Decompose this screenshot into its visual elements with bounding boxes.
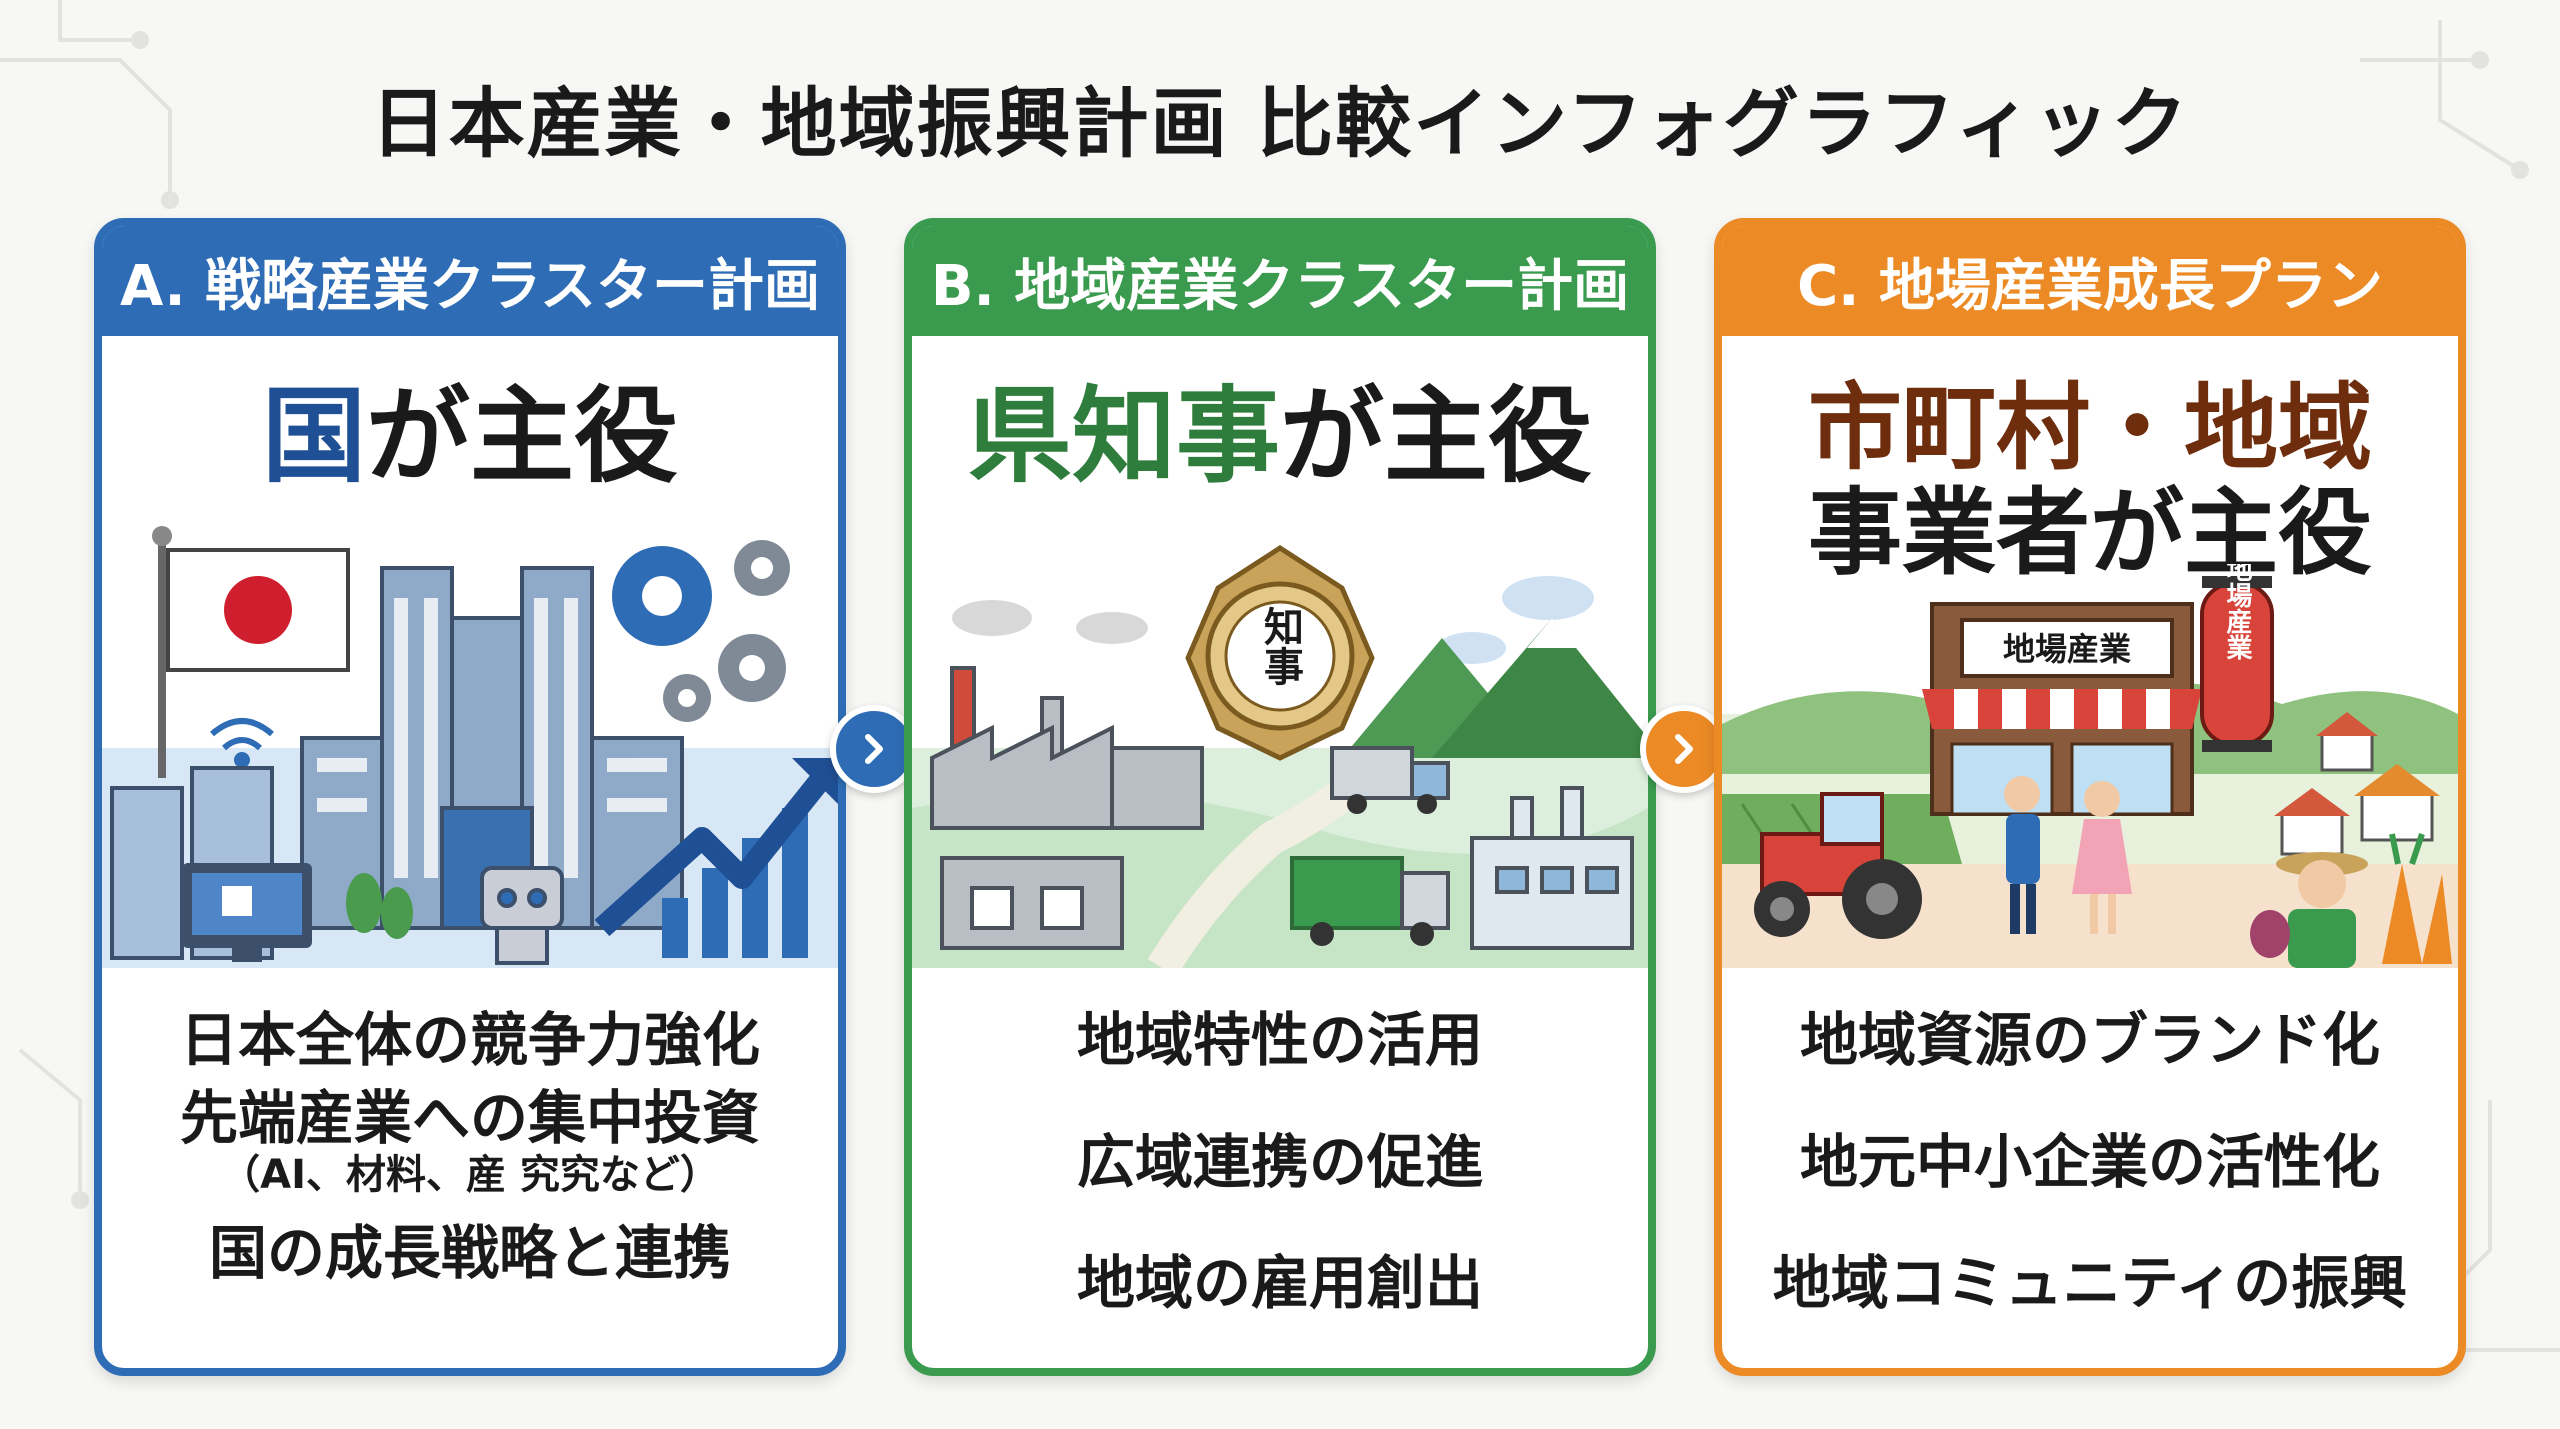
japan-flag-icon [152, 526, 350, 778]
government-building-icon [300, 566, 684, 930]
key-points: 地域特性の活用 広域連携の促進 地域の雇用創出 [912, 1006, 1648, 1368]
chevron-right-icon [865, 734, 883, 764]
mountain-icon [1342, 618, 1648, 758]
house-icon [2274, 712, 2440, 856]
card-strategic-cluster: A. 戦略産業クラスター計画 国が主役 [94, 218, 846, 1376]
next-arrow-button[interactable] [830, 705, 918, 793]
point-item: 地域特性の活用 [1076, 1006, 1483, 1074]
truck-icon [1290, 746, 1450, 946]
growth-arrow-icon [594, 758, 838, 958]
prefecture-industry-illustration: 知事 [912, 545, 1648, 968]
key-points: 日本全体の競争力強化 先端産業への集中投資 （AI、材料、産 究究など） 国の成… [102, 1006, 838, 1297]
badge-label: 知事 [1257, 606, 1304, 686]
main-title: 日本産業・地域振興計画 比較インフォグラフィック [370, 79, 2190, 168]
robot-icon [480, 866, 564, 965]
point-subnote: （AI、材料、産 究究など） [220, 1152, 720, 1199]
role-line: 事業者が主役 [1722, 481, 2458, 586]
card-header: B. 地域産業クラスター計画 [912, 226, 1648, 336]
card-header: C. 地場産業成長プラン [1722, 226, 2458, 336]
farmer-icon [2276, 852, 2368, 968]
chevron-right-icon [1675, 734, 1693, 764]
lantern-icon: 地場産業 [2200, 564, 2274, 752]
role-line: 市町村・地域 [1722, 376, 2458, 481]
lantern-label: 地場産業 [2222, 564, 2252, 660]
tractor-icon [1754, 792, 1922, 939]
vegetables-icon [2250, 833, 2452, 964]
point-item: 地域コミュニティの振興 [1772, 1249, 2408, 1318]
role-accent: 県知事 [967, 375, 1280, 497]
shop-icon: 地場産業 [1922, 602, 2202, 816]
people-icon [2004, 776, 2132, 934]
point-item: 地域の雇用創出 [1076, 1249, 1483, 1318]
local-industry-illustration: 地場産業 地場産業 [1722, 564, 2458, 968]
gears-icon [612, 540, 790, 722]
computer-chip-icon [182, 863, 312, 962]
role-rest: が主役 [1280, 375, 1593, 497]
card-regional-cluster: B. 地域産業クラスター計画 県知事が主役 [904, 218, 1656, 1376]
plant-icon [1470, 786, 1634, 950]
next-arrow-button[interactable] [1640, 705, 1728, 793]
card-header: A. 戦略産業クラスター計画 [102, 226, 838, 336]
point-item: 地元中小企業の活性化 [1799, 1127, 2380, 1196]
factory-icon [930, 666, 1204, 950]
point-item: 広域連携の促進 [1076, 1127, 1483, 1196]
key-points: 地域資源のブランド化 地元中小企業の活性化 地域コミュニティの振興 [1722, 1006, 2458, 1368]
point-item: 地域資源のブランド化 [1799, 1006, 2380, 1074]
wifi-icon [210, 718, 274, 768]
role-title: 国が主役 [102, 384, 838, 488]
point-item: 日本全体の競争力強化 [179, 1006, 760, 1074]
national-industry-illustration [102, 526, 838, 968]
role-title: 市町村・地域 事業者が主役 [1722, 376, 2458, 587]
shop-sign: 地場産業 [2003, 630, 2131, 668]
point-item: 国の成長戦略と連携 [208, 1219, 731, 1288]
role-rest: が主役 [366, 375, 679, 497]
role-title: 県知事が主役 [912, 384, 1648, 488]
point-item: 先端産業への集中投資 [179, 1083, 760, 1152]
role-line2: 事業者が主役 [1807, 479, 2372, 589]
role-line1: 市町村・地域 [1807, 374, 2372, 483]
role-accent: 国 [261, 375, 366, 497]
governor-badge-icon: 知事 [1185, 545, 1375, 761]
card-local-industry: C. 地場産業成長プラン 市町村・地域 事業者が主役 地場産業 [1714, 218, 2466, 1376]
